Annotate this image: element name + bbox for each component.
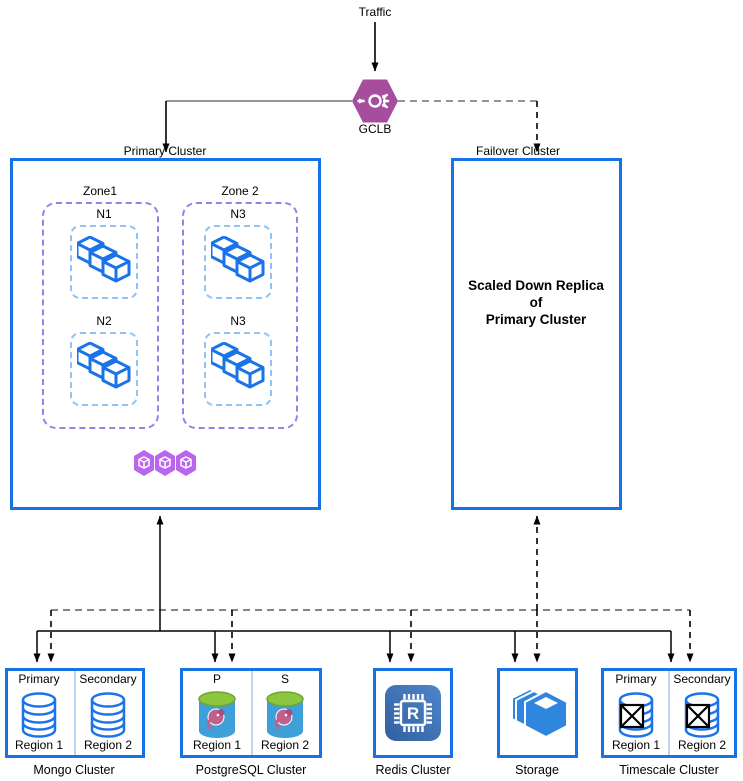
node-n1-box: [70, 225, 138, 299]
node-n3a-box: [204, 225, 272, 299]
mongo-region2-label: Region 2: [83, 738, 133, 752]
mongo-cell-divider: [74, 671, 76, 755]
postgres-db-secondary-icon: [266, 691, 304, 738]
redis-cluster-name: Redis Cluster: [375, 763, 451, 777]
timescale-primary-label: Primary: [615, 672, 657, 686]
mongo-region1-label: Region 1: [14, 738, 64, 752]
timescale-cluster-name: Timescale Cluster: [619, 763, 719, 777]
workloads-icon: [134, 450, 196, 476]
postgres-primary-label: P: [212, 672, 222, 686]
mongo-db-secondary-icon: [90, 692, 126, 738]
gclb-icon: [352, 79, 398, 123]
failover-cluster-label: Failover Cluster: [475, 144, 561, 158]
postgres-secondary-label: S: [280, 672, 290, 686]
pods-icon-n2: [77, 342, 131, 389]
zone2-box: [182, 202, 298, 429]
node-n3b-box: [204, 332, 272, 406]
pods-icon-n3b: [211, 342, 265, 389]
pods-icon-n1: [77, 236, 131, 283]
timescale-db-primary-icon: [618, 692, 654, 738]
failover-cluster-box: [451, 158, 622, 510]
postgres-cluster-name: PostgreSQL Cluster: [195, 763, 307, 777]
node-n1-label: N1: [96, 207, 112, 221]
postgres-region1-label: Region 1: [192, 738, 242, 752]
node-n2-box: [70, 332, 138, 406]
postgres-cell-divider: [251, 671, 253, 755]
primary-cluster-label: Primary Cluster: [123, 144, 207, 158]
node-n3b-label: N3: [230, 314, 246, 328]
mongo-cluster-name: Mongo Cluster: [33, 763, 115, 777]
postgres-db-primary-icon: [198, 691, 236, 738]
mongo-primary-label: Primary: [18, 672, 60, 686]
mongo-db-primary-icon: [21, 692, 57, 738]
svg-text:R: R: [407, 704, 419, 723]
zone2-label: Zone 2: [221, 184, 259, 198]
zone1-label: Zone1: [82, 184, 118, 198]
node-n2-label: N2: [96, 314, 112, 328]
timescale-cell-divider: [668, 671, 670, 755]
postgres-region2-label: Region 2: [260, 738, 310, 752]
pods-icon-n3a: [211, 236, 265, 283]
zone1-box: [42, 202, 159, 429]
timescale-region2-label: Region 2: [677, 738, 727, 752]
mongo-secondary-label: Secondary: [79, 672, 137, 686]
redis-icon: R: [385, 685, 441, 741]
storage-icon: [511, 687, 568, 739]
timescale-region1-label: Region 1: [611, 738, 661, 752]
node-n3a-label: N3: [230, 207, 246, 221]
traffic-label: Traffic: [358, 5, 392, 19]
storage-name: Storage: [515, 763, 559, 777]
timescale-secondary-label: Secondary: [673, 672, 731, 686]
failover-description: Scaled Down Replica of Primary Cluster: [468, 278, 604, 327]
timescale-db-secondary-icon: [684, 692, 720, 738]
gclb-label: GCLB: [358, 122, 392, 136]
